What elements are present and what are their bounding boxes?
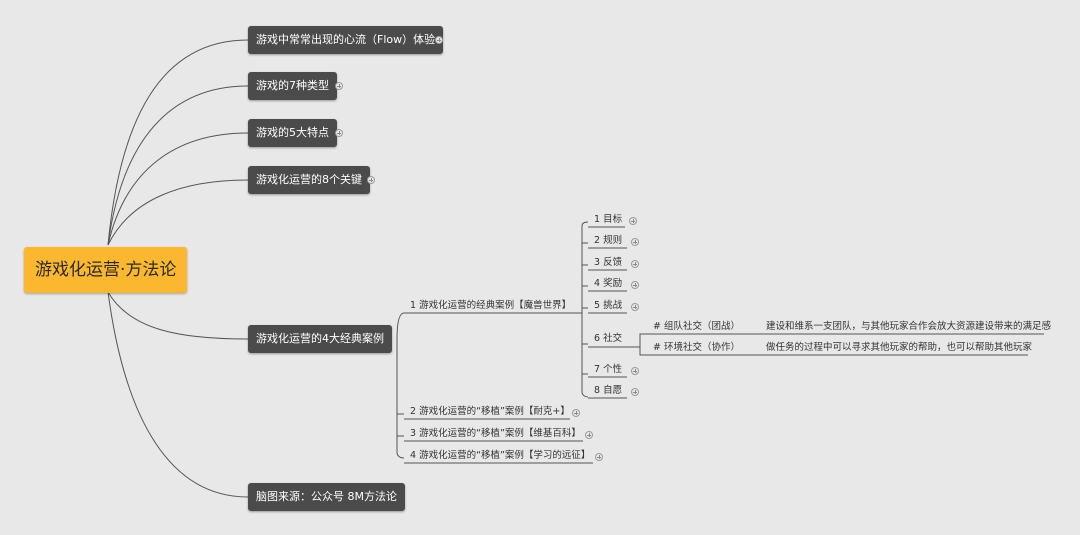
expand-icon[interactable] <box>435 36 443 44</box>
expand-icon[interactable] <box>631 281 639 289</box>
social-environment[interactable]: # 环境社交（协作） <box>653 342 740 353</box>
expand-icon[interactable] <box>631 303 639 311</box>
root-node[interactable]: 游戏化运营·方法论 <box>24 247 188 293</box>
expand-icon[interactable] <box>629 217 637 225</box>
wow-item-voluntary[interactable]: 8 自愿 <box>594 385 623 396</box>
case-wow[interactable]: 1 游戏化运营的经典案例【魔兽世界】 <box>410 300 572 311</box>
expand-icon[interactable] <box>631 260 639 268</box>
expand-icon[interactable] <box>585 431 593 439</box>
expand-icon[interactable] <box>595 453 603 461</box>
connector-case-bus <box>396 312 405 459</box>
connector-branch-5 <box>107 291 249 498</box>
wow-item-feedback[interactable]: 3 反馈 <box>594 257 623 268</box>
branch-source[interactable]: 脑图来源：公众号 8M方法论 <box>248 483 405 511</box>
connector-branch-4 <box>107 291 249 340</box>
social-team-detail: 建设和维系一支团队，与其他玩家合作会放大资源建设带来的满足感 <box>766 321 1052 332</box>
connector-branch-2 <box>107 132 249 246</box>
case-learning[interactable]: 4 游戏化运营的“移植”案例【学习的远征】 <box>410 450 591 461</box>
connector-wow-bus <box>581 221 589 398</box>
expand-icon[interactable] <box>367 176 375 184</box>
case-nike[interactable]: 2 游戏化运营的“移植”案例【耐克+】 <box>410 406 570 417</box>
wow-item-social[interactable]: 6 社交 <box>594 333 623 344</box>
wow-item-challenge[interactable]: 5 挑战 <box>594 300 623 311</box>
wow-item-personality[interactable]: 7 个性 <box>594 364 623 375</box>
branch-game-types[interactable]: 游戏的7种类型 <box>248 72 337 100</box>
expand-icon[interactable] <box>335 129 343 137</box>
wow-item-goal[interactable]: 1 目标 <box>594 214 623 225</box>
underline-wow-items <box>588 226 627 399</box>
wow-item-reward[interactable]: 4 奖励 <box>594 278 623 289</box>
wow-item-ticks <box>582 242 588 375</box>
expand-icon[interactable] <box>631 238 639 246</box>
case-wikipedia[interactable]: 3 游戏化运营的“移植”案例【维基百科】 <box>410 428 581 439</box>
expand-icon[interactable] <box>572 409 580 417</box>
social-environment-detail: 做任务的过程中可以寻求其他玩家的帮助，也可以帮助其他玩家 <box>766 342 1033 353</box>
branch-flow[interactable]: 游戏中常常出现的心流（Flow）体验 <box>248 26 444 54</box>
branch-game-features[interactable]: 游戏的5大特点 <box>248 119 337 147</box>
connector-social-bus <box>627 333 647 356</box>
connector-branch-0 <box>107 39 249 246</box>
underline-social <box>647 333 760 356</box>
connector-branch-1 <box>107 85 249 246</box>
expand-icon[interactable] <box>631 388 639 396</box>
social-team[interactable]: # 组队社交（团战） <box>653 321 740 332</box>
wow-item-rules[interactable]: 2 规则 <box>594 235 623 246</box>
connector-branch-3 <box>107 179 249 246</box>
underline-social-detail <box>760 333 1044 356</box>
expand-icon[interactable] <box>335 82 343 90</box>
branch-key-points[interactable]: 游戏化运营的8个关键 <box>248 166 370 194</box>
branch-classic-cases[interactable]: 游戏化运营的4大经典案例 <box>248 325 392 353</box>
expand-icon[interactable] <box>631 367 639 375</box>
